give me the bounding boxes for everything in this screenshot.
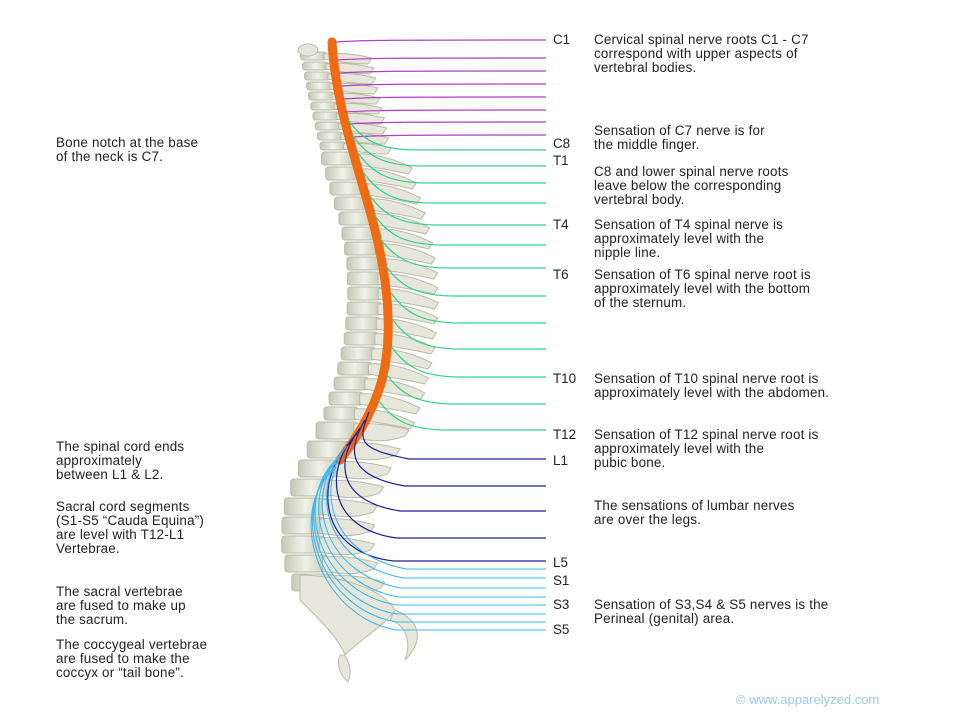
spinous-process: [369, 213, 431, 235]
vertebra: [316, 131, 344, 141]
nerve-thoracic: [357, 152, 546, 184]
vertebra: [346, 256, 382, 271]
nerve-thoracic: [390, 292, 546, 324]
level-label-t1: T1: [553, 153, 569, 168]
sacrum: [299, 574, 396, 656]
level-label-s1: S1: [553, 573, 570, 588]
note-sacral-vertebrae: The sacral vertebrae are fused to make u…: [56, 584, 186, 627]
note-c7-bone-notch: Bone notch at the base of the neck is C7…: [56, 135, 199, 164]
nerve-sacral: [330, 445, 546, 570]
vertebra: [333, 376, 369, 391]
note-t12-sensation: Sensation of T12 spinal nerve root is ap…: [594, 427, 819, 470]
note-t4-sensation: Sensation of T4 spinal nerve is approxim…: [594, 217, 784, 260]
vertebra: [346, 271, 382, 286]
nerve-thoracic: [391, 346, 546, 378]
nerve-cervical: [339, 70, 547, 74]
spinous-process: [351, 153, 413, 175]
watermark: © www.apparelyzed.com: [736, 692, 880, 707]
vertebra: [345, 316, 381, 331]
note-coccygeal-vertebrae: The coccygeal vertebrae are fused to mak…: [56, 637, 208, 680]
spinous-process: [360, 183, 422, 205]
note-sacral-sensation: Sensation of S3,S4 & S5 nerves is the Pe…: [594, 597, 829, 626]
nerve-sacral: [321, 453, 546, 589]
vertebra: [323, 406, 359, 421]
nerve-lumbar: [353, 419, 546, 487]
nerve-cervical: [345, 109, 547, 113]
nerve-thoracic: [379, 237, 546, 269]
nerve-sacral: [314, 459, 546, 606]
note-c8-lower-roots: C8 and lower spinal nerve roots leave be…: [594, 164, 789, 207]
vertebra: [319, 141, 347, 151]
vertebra: [337, 361, 373, 376]
vertebra: [304, 71, 331, 81]
atlas: [297, 43, 319, 57]
nerve-cervical: [341, 83, 547, 87]
vertebra: [284, 554, 328, 573]
note-t10-sensation: Sensation of T10 spinal nerve root is ap…: [594, 371, 830, 400]
level-label-s5: S5: [553, 622, 570, 637]
nerve-thoracic: [391, 318, 546, 350]
level-label-t12: T12: [553, 427, 577, 442]
vertebra: [314, 121, 342, 131]
note-c7-sensation: Sensation of C7 nerve is for the middle …: [594, 123, 765, 152]
vertebra: [283, 497, 327, 516]
coccyx: [337, 654, 351, 683]
nerve-cervical: [343, 96, 547, 100]
nerve-thoracic: [363, 172, 546, 204]
vertebra: [328, 391, 364, 406]
nerve-cervical: [337, 57, 547, 61]
note-cord-end: The spinal cord ends approximately betwe…: [56, 439, 185, 482]
level-label-t6: T6: [553, 267, 569, 282]
level-label-t10: T10: [553, 371, 577, 386]
spinous-process: [364, 198, 426, 220]
level-label-l5: L5: [553, 555, 568, 570]
spinous-process: [321, 499, 378, 518]
iliac-edge: [389, 609, 418, 661]
nerve-cervical: [349, 121, 547, 125]
vertebra: [346, 301, 382, 316]
nerve-cervical: [334, 39, 547, 43]
spinous-process: [355, 168, 418, 190]
note-lumbar-sensation: The sensations of lumbar nerves are over…: [594, 498, 795, 527]
vertebra: [344, 241, 380, 256]
vertebra: [312, 111, 340, 121]
note-cervical-roots: Cervical spinal nerve roots C1 - C7 corr…: [594, 32, 809, 75]
nerve-thoracic: [385, 265, 546, 297]
nerve-sacral: [310, 467, 546, 631]
nerve-sacral: [313, 462, 546, 615]
vertebra: [308, 91, 336, 101]
level-label-t4: T4: [553, 217, 569, 232]
nerve-lumbar: [335, 433, 546, 539]
nerve-thoracic: [347, 119, 546, 151]
nerve-lumbar: [362, 411, 546, 460]
nerve-thoracic: [352, 135, 546, 167]
nerve-thoracic: [373, 214, 546, 246]
vertebra: [347, 286, 383, 301]
vertebra: [343, 331, 379, 346]
nerve-thoracic: [377, 399, 546, 431]
nerve-thoracic: [385, 373, 546, 405]
vertebra: [302, 61, 329, 71]
level-label-c8: C8: [553, 136, 571, 151]
level-label-s3: S3: [553, 597, 570, 612]
note-cauda-equina: Sacral cord segments (S1-S5 “Cauda Equin…: [56, 499, 205, 556]
nerve-sacral: [326, 449, 546, 579]
vertebra: [306, 81, 333, 91]
spinal-nerve-roots: [310, 39, 547, 631]
spinous-process: [374, 243, 436, 265]
note-t6-sensation: Sensation of T6 spinal nerve root is app…: [594, 267, 811, 310]
level-label-c1: C1: [553, 32, 571, 47]
vertebra: [340, 346, 376, 361]
vertebra: [310, 101, 338, 111]
level-label-l1: L1: [553, 453, 568, 468]
nerve-thoracic: [368, 194, 546, 226]
